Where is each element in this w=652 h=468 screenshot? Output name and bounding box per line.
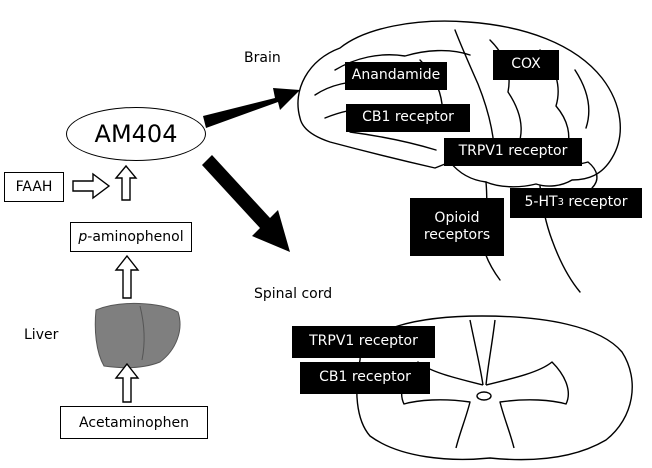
brain-trpv1-label: TRPV1 receptor: [444, 138, 582, 166]
arrow-icon: [114, 254, 140, 299]
am404-node: AM404: [66, 107, 206, 161]
liver-icon: [94, 303, 181, 369]
spinal-cb1-label: CB1 receptor: [300, 362, 430, 394]
brain-cb1-label: CB1 receptor: [346, 104, 470, 132]
arrow-icon: [114, 362, 140, 403]
arrow-icon: [72, 172, 111, 200]
p-aminophenol-box: p-aminophenol: [70, 222, 192, 252]
p-aminophenol-prefix: p: [78, 229, 88, 245]
ht3-prefix: 5-HT: [524, 194, 558, 211]
spinal-cord-icon: [356, 315, 633, 461]
arrow-to-brain: [203, 88, 300, 128]
spinal-cord-label: Spinal cord: [254, 286, 333, 302]
liver-lobe-line: [139, 305, 145, 361]
brain-anandamide-label: Anandamide: [345, 62, 447, 90]
acetaminophen-box: Acetaminophen: [60, 406, 208, 439]
opioid-line-2: receptors: [423, 227, 491, 243]
p-aminophenol-rest: -aminophenol: [87, 229, 184, 245]
ht3-subscript: 3: [557, 196, 564, 208]
opioid-line-1: Opioid: [434, 209, 480, 226]
arrow-icon: [114, 164, 138, 201]
spinal-trpv1-label: TRPV1 receptor: [292, 326, 435, 358]
brain-opioid-label: Opioid receptors: [410, 198, 504, 256]
brain-label: Brain: [244, 50, 281, 66]
ht3-suffix: receptor: [563, 194, 628, 211]
liver-label: Liver: [24, 327, 59, 343]
faah-box: FAAH: [4, 172, 64, 202]
brain-cox-label: COX: [493, 50, 559, 80]
arrow-to-spinal-cord: [202, 155, 290, 252]
